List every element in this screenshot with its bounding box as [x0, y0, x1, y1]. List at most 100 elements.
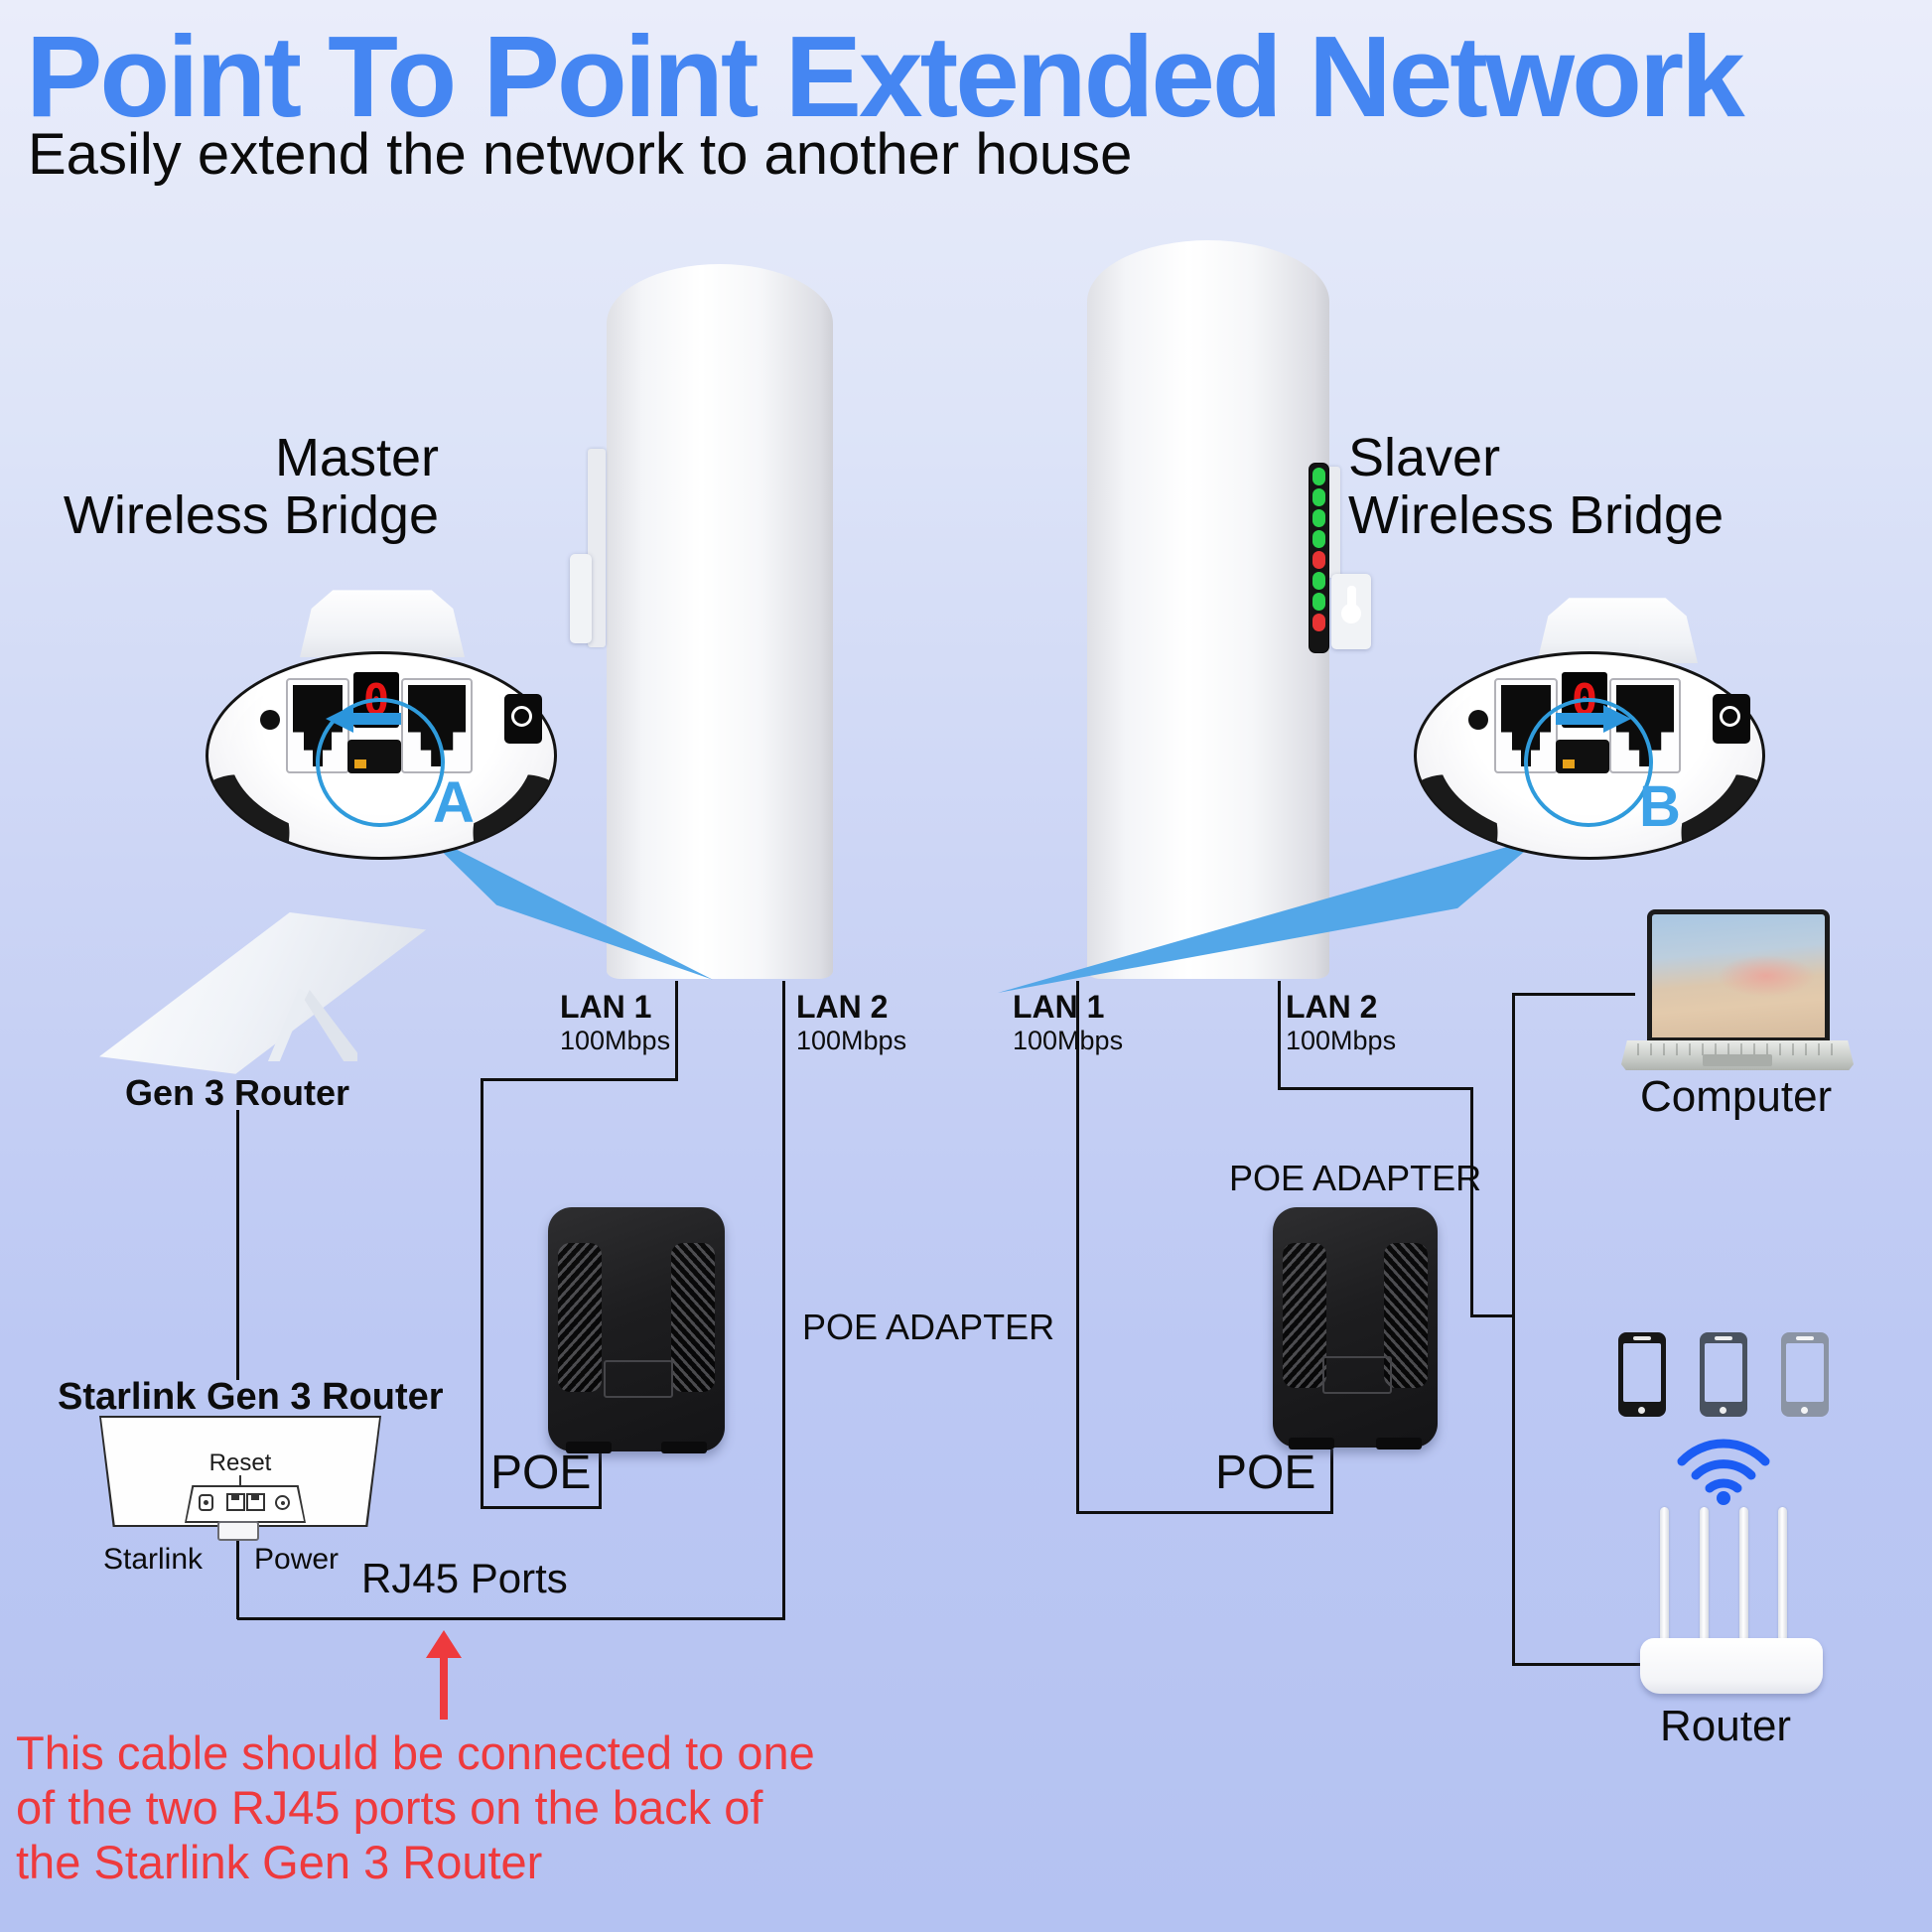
- starlink-dish: [97, 905, 435, 1079]
- router-antenna: [1778, 1507, 1787, 1648]
- callout-letter-a: A: [433, 770, 475, 835]
- poe-port-label-left: POE: [490, 1447, 592, 1499]
- wire-lan1-left: [675, 981, 678, 1081]
- lan-port-name: LAN 2: [796, 989, 889, 1025]
- rj45-port-icon: [226, 1493, 245, 1511]
- wire-lan2-right: [1278, 1087, 1473, 1090]
- master-pole-mount: [300, 590, 465, 657]
- lan2-label-slaver: LAN 2 100Mbps: [1286, 989, 1396, 1056]
- wire-starlink-cable: [237, 1617, 785, 1620]
- master-bridge-label: Master Wireless Bridge: [63, 428, 439, 545]
- arrow-right-icon: [1556, 705, 1631, 733]
- starlink-port-label: Starlink: [103, 1543, 204, 1576]
- wire-lan1-left: [481, 1078, 483, 1509]
- slaver-bridge-label: Slaver Wireless Bridge: [1348, 428, 1725, 545]
- lan1-label-master: LAN 1 100Mbps: [560, 989, 670, 1056]
- starlink-router-drawing: Reset: [99, 1416, 381, 1527]
- wire-lan1-left: [481, 1506, 602, 1509]
- led-indicator: [1312, 530, 1325, 548]
- wifi-router-icon: [1640, 1638, 1823, 1694]
- lan-port-speed: 100Mbps: [796, 1026, 907, 1055]
- lan2-label-master: LAN 2 100Mbps: [796, 989, 906, 1056]
- wire-starlink-cable: [236, 1538, 239, 1619]
- wire-lan2-right: [1470, 1087, 1473, 1317]
- slaver-mount-bracket: [1326, 467, 1340, 578]
- master-bridge-device: [607, 264, 833, 979]
- poe-adapter-label-left: POE ADAPTER: [802, 1307, 1055, 1347]
- rj45-ports-label: RJ45 Ports: [361, 1555, 568, 1601]
- reset-pinhole-icon: [260, 710, 280, 730]
- led-indicator: [1312, 509, 1325, 527]
- poe-adapter-label-right: POE ADAPTER: [1229, 1158, 1482, 1198]
- starlink-router-label: Starlink Gen 3 Router: [58, 1376, 444, 1418]
- keyhole-icon: [1341, 604, 1361, 623]
- rj45-plug: [217, 1521, 259, 1541]
- led-indicator: [1312, 593, 1325, 611]
- power-port-label: Power: [254, 1543, 340, 1576]
- lan1-label-slaver: LAN 1 100Mbps: [1013, 989, 1123, 1056]
- led-indicator: [1312, 572, 1325, 590]
- wifi-icon: [1677, 1439, 1770, 1505]
- wire-lan2-right: [1470, 1314, 1515, 1317]
- led-indicator: [1312, 468, 1325, 485]
- mode-switch-icon: [347, 740, 401, 773]
- warning-text: This cable should be connected to one of…: [16, 1726, 815, 1888]
- page-title: Point To Point Extended Network: [26, 12, 1745, 141]
- reset-pinhole-icon: [1468, 710, 1488, 730]
- led-indicator: [1312, 551, 1325, 569]
- lan-port-speed: 100Mbps: [1286, 1026, 1397, 1055]
- reset-label: Reset: [208, 1449, 272, 1476]
- wire-trunk-right: [1512, 993, 1515, 1666]
- poe-adapter-right: [1273, 1207, 1438, 1449]
- wire-lan1-right: [1076, 981, 1079, 1514]
- led-indicator: [1312, 488, 1325, 506]
- master-mount-plate: [570, 554, 592, 643]
- wire-lan1-right: [1076, 1511, 1333, 1514]
- lan-port-name: LAN 1: [560, 989, 652, 1025]
- laptop-icon: [1621, 1040, 1854, 1070]
- master-mount-bracket: [588, 449, 606, 647]
- wire-lan2-left: [782, 981, 785, 1620]
- router-antenna: [1660, 1507, 1669, 1648]
- router-port-panel: [185, 1485, 306, 1523]
- mode-switch-icon: [1556, 740, 1609, 773]
- phones-group: [1618, 1332, 1829, 1417]
- router-antenna: [1700, 1507, 1709, 1648]
- lan-port-name: LAN 1: [1013, 989, 1105, 1025]
- dc-power-jack-icon: [1713, 694, 1750, 744]
- poe-port-label-right: POE: [1215, 1447, 1316, 1499]
- computer-label: Computer: [1640, 1072, 1833, 1121]
- starlink-port-icon: [199, 1494, 213, 1511]
- router-antenna: [1739, 1507, 1748, 1648]
- dish-panel: [99, 912, 427, 1074]
- page-subtitle: Easily extend the network to another hou…: [28, 122, 1133, 187]
- wire-poe-right: [1330, 1449, 1333, 1513]
- reset-pointer-line: [239, 1475, 241, 1489]
- wire-to-router: [1512, 1663, 1641, 1666]
- dc-power-jack-icon: [504, 694, 542, 744]
- arrow-left-icon: [326, 705, 401, 733]
- dish-label: Gen 3 Router: [125, 1072, 350, 1113]
- master-bottom-callout: 0 A: [206, 651, 557, 860]
- wire-poe-left: [599, 1449, 602, 1509]
- wire-lan2-right: [1278, 981, 1281, 1090]
- lan-port-name: LAN 2: [1286, 989, 1378, 1025]
- poe-adapter-left: [548, 1207, 725, 1453]
- red-arrow-icon: [440, 1654, 448, 1720]
- slaver-bottom-callout: 0 B: [1414, 651, 1765, 860]
- led-status-strip: [1309, 463, 1329, 653]
- router-label: Router: [1660, 1702, 1792, 1750]
- keyhole-icon: [1347, 586, 1356, 610]
- lan-port-speed: 100Mbps: [560, 1026, 671, 1055]
- switch-highlight-ring: [316, 698, 445, 827]
- rj45-port-icon: [246, 1493, 265, 1511]
- phone-icon: [1700, 1332, 1747, 1417]
- switch-highlight-ring: [1524, 698, 1653, 827]
- slaver-bridge-device: [1087, 240, 1329, 979]
- callout-letter-b: B: [1639, 774, 1681, 839]
- slaver-mount-plate: [1331, 574, 1371, 649]
- phone-icon: [1781, 1332, 1829, 1417]
- red-arrow-icon: [426, 1630, 462, 1658]
- led-indicator: [1312, 614, 1325, 631]
